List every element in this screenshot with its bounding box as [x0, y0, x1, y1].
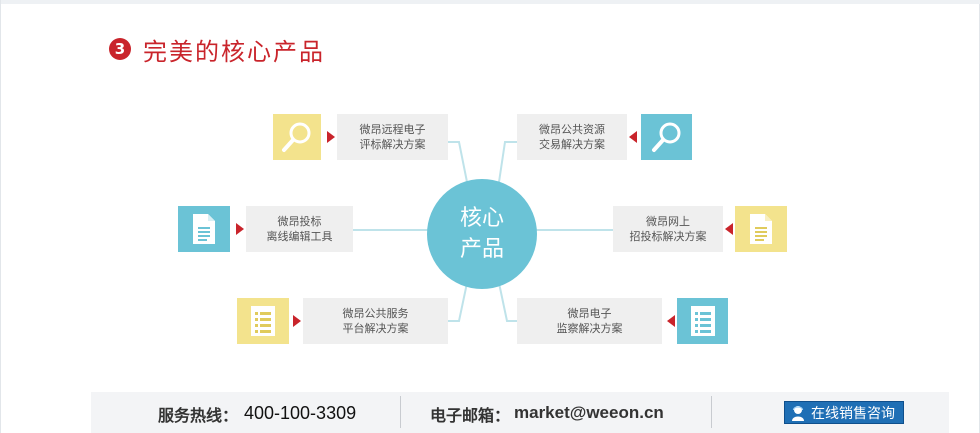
hotline-label: 服务热线： — [158, 406, 239, 425]
arrow-left-icon — [667, 315, 675, 327]
section-number-badge: 3 — [109, 38, 131, 60]
email-address[interactable]: market@weeon.cn — [514, 403, 664, 422]
product-label: 微昂远程电子 评标解决方案 — [337, 114, 448, 160]
product-label: 微昂投标 离线编辑工具 — [246, 206, 353, 252]
product-card-offline-bid-editor[interactable]: 微昂投标 离线编辑工具 — [178, 206, 353, 252]
product-name-line2: 离线编辑工具 — [266, 230, 333, 243]
top-border — [1, 0, 980, 4]
footer-divider — [711, 396, 712, 428]
product-name-line1: 微昂远程电子 — [359, 123, 426, 136]
product-name-line2: 招投标解决方案 — [629, 230, 707, 243]
customer-service-icon — [791, 405, 805, 421]
product-name-line1: 微昂投标 — [277, 215, 322, 228]
product-name-line1: 微昂公共服务 — [342, 307, 409, 320]
product-name-line2: 平台解决方案 — [342, 322, 409, 335]
product-name-line1: 微昂公共资源 — [539, 123, 605, 136]
product-name-line2: 监察解决方案 — [556, 322, 623, 335]
product-name-line1: 微昂电子 — [567, 307, 612, 320]
arrow-right-icon — [327, 131, 335, 143]
product-label: 微昂公共资源 交易解决方案 — [517, 114, 627, 160]
product-name-line1: 微昂网上 — [646, 215, 690, 228]
product-card-remote-bid-evaluation[interactable]: 微昂远程电子 评标解决方案 — [273, 114, 448, 160]
magnifier-icon — [641, 114, 692, 160]
section-title: 完美的核心产品 — [143, 37, 325, 66]
consult-button-label: 在线销售咨询 — [811, 405, 895, 422]
arrow-right-icon — [236, 223, 244, 235]
product-card-electronic-supervision[interactable]: 微昂电子 监察解决方案 — [517, 298, 728, 344]
footer-divider — [400, 396, 401, 428]
core-products-circle: 核心 产品 — [427, 179, 537, 289]
arrow-left-icon — [629, 131, 637, 143]
magnifier-icon — [273, 114, 321, 160]
product-card-public-resource-trading[interactable]: 微昂公共资源 交易解决方案 — [517, 114, 692, 160]
product-card-online-bidding[interactable]: 微昂网上 招投标解决方案 — [613, 206, 787, 252]
product-label: 微昂电子 监察解决方案 — [517, 298, 662, 344]
document-icon — [178, 206, 230, 252]
center-label-line1: 核心 — [459, 206, 504, 231]
online-sales-consult-button[interactable]: 在线销售咨询 — [784, 401, 904, 424]
checklist-icon — [677, 298, 728, 344]
arrow-right-icon — [293, 315, 301, 327]
product-name-line2: 评标解决方案 — [359, 138, 426, 151]
document-icon — [735, 206, 787, 252]
email-label: 电子邮箱： — [430, 406, 511, 425]
product-label: 微昂公共服务 平台解决方案 — [303, 298, 448, 344]
contact-footer: 服务热线： 400-100-3309 电子邮箱： market@weeon.cn… — [91, 392, 949, 433]
center-label-line2: 产品 — [459, 237, 504, 262]
checklist-icon — [237, 298, 289, 344]
product-label: 微昂网上 招投标解决方案 — [613, 206, 723, 252]
hotline-number: 400-100-3309 — [244, 403, 357, 423]
arrow-left-icon — [725, 223, 733, 235]
product-name-line2: 交易解决方案 — [539, 138, 605, 151]
product-card-public-service-platform[interactable]: 微昂公共服务 平台解决方案 — [237, 298, 448, 344]
section-heading: 3 完美的核心产品 — [109, 33, 325, 66]
